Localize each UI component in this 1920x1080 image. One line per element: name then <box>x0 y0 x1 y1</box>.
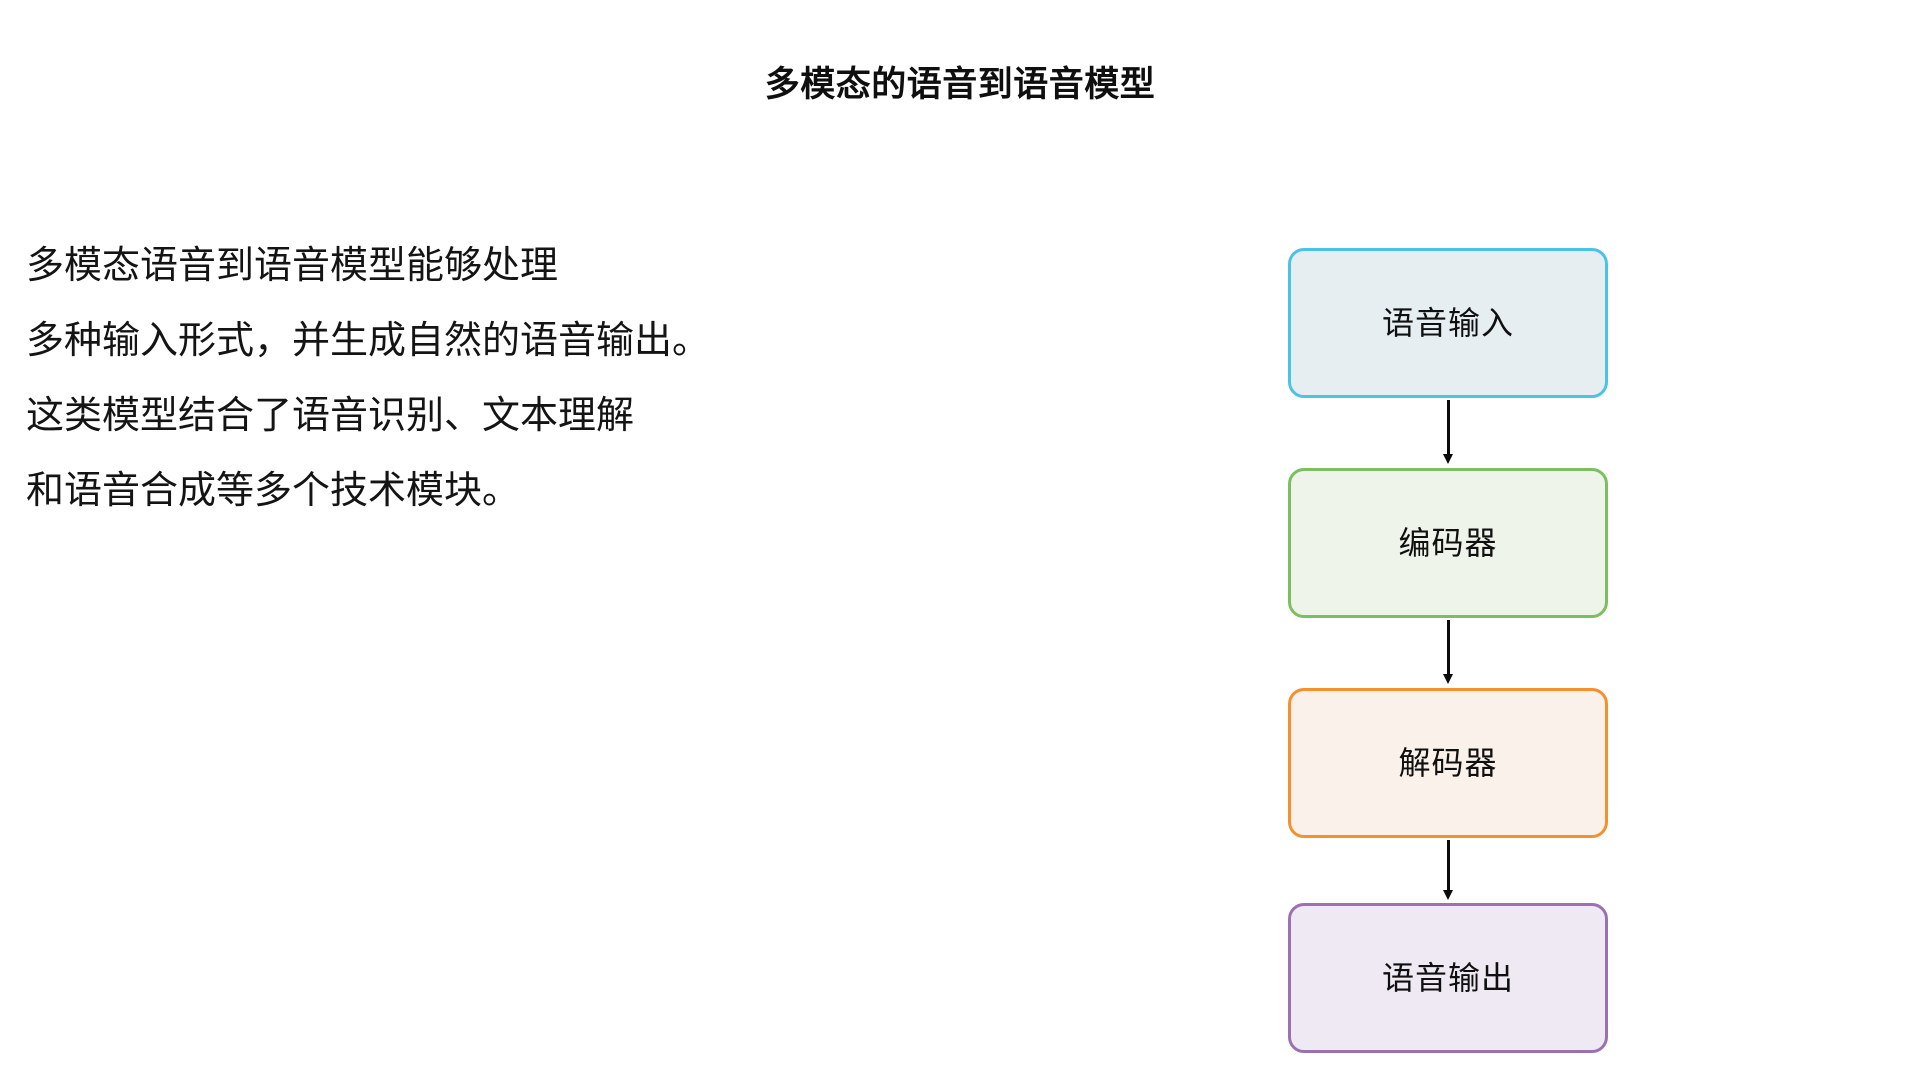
flow-node-label: 编码器 <box>1398 524 1498 562</box>
arrow-shaft <box>1447 400 1450 454</box>
body-line: 这类模型结合了语音识别、文本理解 <box>26 393 635 437</box>
body-line: 多模态语音到语音模型能够处理 <box>26 243 559 287</box>
body-line: 多种输入形式，并生成自然的语音输出。 <box>26 318 711 362</box>
flow-node-speech-output[interactable]: 语音输出 <box>1288 903 1608 1053</box>
flow-arrow-encoder-to-decoder <box>1443 620 1453 684</box>
flow-node-speech-input[interactable]: 语音输入 <box>1288 248 1608 398</box>
flow-node-encoder[interactable]: 编码器 <box>1288 468 1608 618</box>
body-line: 和语音合成等多个技术模块。 <box>26 468 521 512</box>
page-title: 多模态的语音到语音模型 <box>764 65 1156 105</box>
arrow-head-icon <box>1443 454 1453 464</box>
body-paragraph: 多模态语音到语音模型能够处理 多种输入形式，并生成自然的语音输出。 这类模型结合… <box>26 228 926 528</box>
flow-node-label: 解码器 <box>1398 744 1498 782</box>
flow-arrow-input-to-encoder <box>1443 400 1453 464</box>
arrow-head-icon <box>1443 674 1453 684</box>
flow-arrow-decoder-to-output <box>1443 840 1453 900</box>
flow-node-decoder[interactable]: 解码器 <box>1288 688 1608 838</box>
flow-diagram: 语音输入 编码器 解码器 语音输出 <box>1288 248 1608 1053</box>
arrow-shaft <box>1447 840 1450 890</box>
flow-node-label: 语音输入 <box>1381 304 1514 342</box>
flow-node-label: 语音输出 <box>1381 959 1514 997</box>
arrow-head-icon <box>1443 890 1453 900</box>
arrow-shaft <box>1447 620 1450 674</box>
